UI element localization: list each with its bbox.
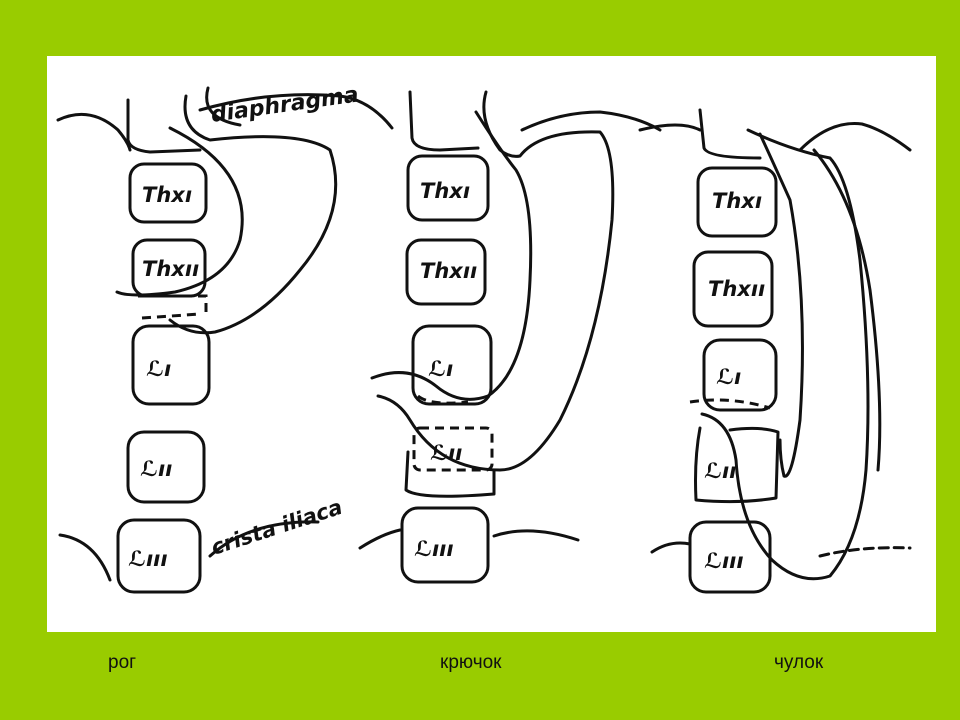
vertebra-l3-2 xyxy=(400,506,490,584)
diaphragm-line-left-3 xyxy=(638,123,702,132)
vertebra-label: Thxı xyxy=(142,183,192,207)
vertebra-l2-lower-2 xyxy=(404,450,496,498)
diaphragm-line-2 xyxy=(520,110,662,132)
iliac-crest-right-1 xyxy=(208,520,320,558)
vertebra-label: Thxı xyxy=(712,189,762,213)
vertebra-label: Thxıı xyxy=(142,257,199,281)
vertebra-label: ℒııı xyxy=(704,549,744,573)
vertebra-label: Thxıı xyxy=(420,259,477,283)
vertebra-l1-dashed-3 xyxy=(689,398,771,410)
vertebra-th12-dashed-1 xyxy=(138,294,208,320)
vertebra-l2-outline-3 xyxy=(694,426,780,504)
iliac-crest-left-3 xyxy=(650,541,692,554)
vertebra-l3-1 xyxy=(116,518,202,594)
stomach-outline-horn xyxy=(168,94,338,335)
stomach-outline-hook xyxy=(376,90,615,472)
vertebra-l1-1 xyxy=(131,324,211,406)
vertebra-th12-2 xyxy=(405,238,487,306)
vertebra-label: ℒıı xyxy=(704,459,736,483)
iliac-crest-left-2 xyxy=(358,528,402,550)
vertebra-th12-3 xyxy=(692,250,774,328)
vertebra-label: ℒııı xyxy=(414,537,454,561)
vertebra-label: ℒıı xyxy=(430,441,462,465)
spine-top-2 xyxy=(408,90,480,152)
column-hook: Thxı Thxıı ℒı ℒıı ℒııı xyxy=(358,90,662,584)
vertebra-l1-dashed-2 xyxy=(417,394,469,405)
vertebra-th11-2 xyxy=(406,154,490,222)
vertebra-label: ℒıı xyxy=(140,457,172,481)
caption-stocking: чулок xyxy=(774,652,824,673)
diaphragm-label: diaphragma xyxy=(209,82,360,127)
stomach-right-wall-stocking xyxy=(812,148,882,472)
column-stocking: Thxı Thxıı ℒı ℒıı ℒııı xyxy=(638,108,912,594)
vertebra-label: Thxı xyxy=(420,179,470,203)
vertebra-label: ℒııı xyxy=(128,547,168,571)
vertebra-label: ℒı xyxy=(428,357,453,381)
diaphragm-line-right-1 xyxy=(198,93,394,130)
diaphragm-line-left-1 xyxy=(56,112,132,152)
spine-top-1 xyxy=(126,98,202,154)
caption-hook: крючок xyxy=(440,652,502,673)
vertebra-label: Thxıı xyxy=(708,277,765,301)
vertebra-th11-3 xyxy=(696,166,778,238)
stomach-inner-stocking xyxy=(700,128,870,581)
iliac-crest-right-2 xyxy=(492,529,580,542)
vertebra-l2-dashed-2 xyxy=(412,426,494,472)
caption-horn: рог xyxy=(108,652,137,673)
stomach-inner-hook xyxy=(370,110,533,401)
crista-iliaca-label: crista iliaca xyxy=(208,495,345,560)
vertebra-l2-1 xyxy=(126,430,206,504)
vertebra-label: ℒı xyxy=(716,365,741,389)
column-horn: diaphragma crista iliaca Thxı Thxıı ℒı ℒ… xyxy=(56,82,394,594)
vertebra-label: ℒı xyxy=(146,357,171,381)
iliac-crest-left-1 xyxy=(58,533,112,582)
stomach-outline-stocking xyxy=(758,132,804,478)
stomach-inner-horn xyxy=(115,86,244,297)
spine-top-3 xyxy=(698,108,762,160)
diaphragm-line-right-3 xyxy=(798,122,912,152)
vertebra-th11-1 xyxy=(128,162,208,224)
iliac-crest-right-3 xyxy=(818,546,912,558)
vertebra-l1-3 xyxy=(702,338,778,412)
